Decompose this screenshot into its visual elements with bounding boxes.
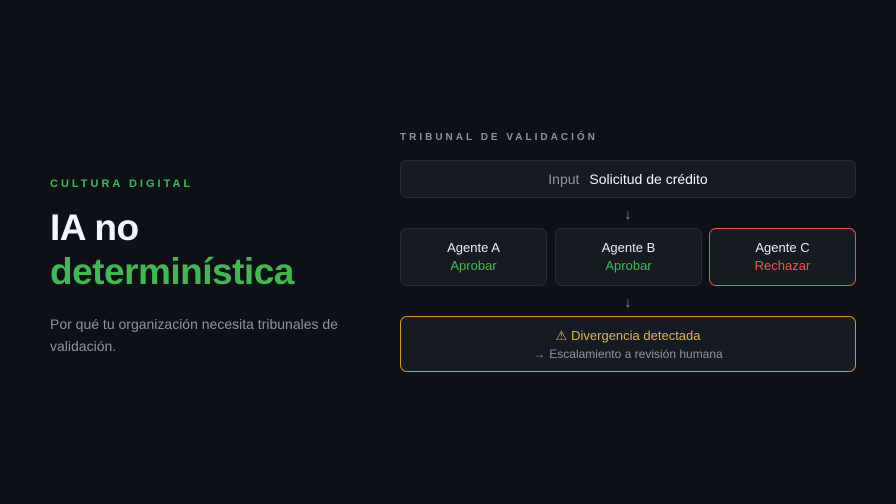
arrow-down-icon: ↓ xyxy=(624,294,632,310)
subtitle: Por qué tu organización necesita tribuna… xyxy=(50,316,338,354)
agent-name: Agente C xyxy=(755,240,810,255)
agent-name: Agente B xyxy=(601,240,656,255)
input-label: Input xyxy=(548,171,580,187)
agent-card-a: Agente A Aprobar xyxy=(400,228,547,286)
agent-vote: Rechazar xyxy=(754,258,811,273)
agent-vote: Aprobar xyxy=(605,258,652,273)
hero-section: CULTURA DIGITAL IA no determinística Por… xyxy=(50,177,350,357)
alert-subtitle-row: →Escalamiento a revisión humana xyxy=(533,345,722,363)
title-line-1: IA no xyxy=(50,207,139,248)
agents-row: Agente A Aprobar Agente B Aprobar Agente… xyxy=(400,228,856,286)
eyebrow: CULTURA DIGITAL xyxy=(50,178,194,190)
divergence-alert: ⚠Divergencia detectada →Escalamiento a r… xyxy=(400,316,856,372)
input-box: Input Solicitud de crédito xyxy=(400,160,856,198)
alert-subtitle: Escalamiento a revisión humana xyxy=(549,346,723,361)
alert-title-row: ⚠Divergencia detectada xyxy=(555,326,700,345)
input-value: Solicitud de crédito xyxy=(589,171,708,187)
agent-card-b: Agente B Aprobar xyxy=(555,228,702,286)
page-title: IA no determinística xyxy=(50,206,350,294)
alert-title: Divergencia detectada xyxy=(571,327,701,343)
arrow-down-icon: ↓ xyxy=(624,206,632,222)
agent-card-c: Agente C Rechazar xyxy=(709,228,856,286)
agent-vote: Aprobar xyxy=(450,258,497,273)
diagram-label: TRIBUNAL DE VALIDACIÓN xyxy=(400,132,598,143)
title-line-2: determinística xyxy=(50,251,294,292)
validation-diagram: TRIBUNAL DE VALIDACIÓN Input Solicitud d… xyxy=(400,131,856,372)
agent-name: Agente A xyxy=(447,240,500,255)
arrow-right-icon: → xyxy=(533,346,546,361)
warning-icon: ⚠ xyxy=(555,327,568,343)
